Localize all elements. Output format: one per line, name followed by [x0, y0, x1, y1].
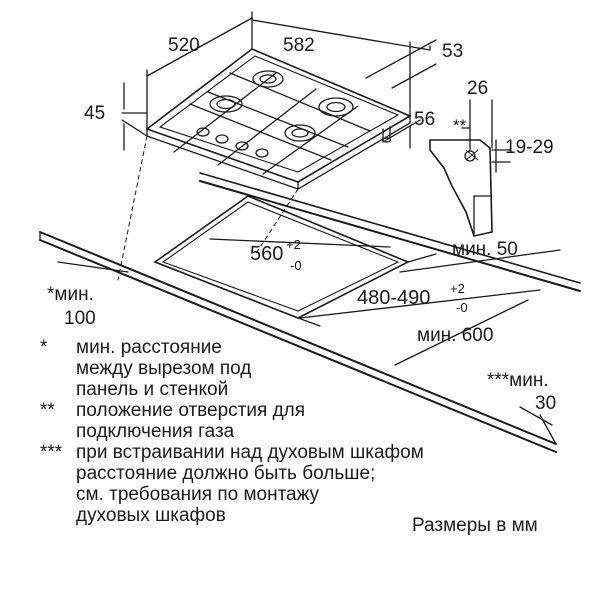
dim-cutout-480-490: 480-490 [357, 287, 431, 309]
dim-min-100-value: 100 [64, 308, 96, 329]
dim-min-30-label: ***мин. [487, 370, 549, 391]
dim-lines-cooktop [117, 11, 437, 281]
footnote-mark: * [40, 337, 48, 358]
dim-cutout-560: 560 [250, 243, 284, 265]
dim-lines-cutout [57, 238, 561, 445]
dim-min-100-label: *мин. [47, 284, 94, 305]
units-caption: Размеры в мм [412, 515, 538, 536]
gas-inlet-detail [429, 99, 511, 237]
dim-cutout-560-tol-minus: -0 [290, 258, 302, 273]
footnote-text: мин. расстояние между вырезом под панель… [76, 337, 252, 400]
gas-position-mark: ** [453, 116, 467, 135]
footnote-text: положение отверстия для подключения газа [76, 400, 306, 442]
dim-582: 582 [283, 35, 315, 56]
dim-26: 26 [467, 78, 489, 99]
dim-56: 56 [414, 109, 436, 130]
dim-45: 45 [84, 103, 106, 124]
dim-cutout-480-tol-plus: +2 [450, 281, 465, 296]
dim-min-50: мин. 50 [452, 239, 518, 260]
dim-19-29: 19-29 [505, 137, 554, 158]
footnote-mark: *** [40, 442, 63, 463]
dim-520: 520 [168, 35, 200, 56]
dim-cutout-560-tol-plus: +2 [286, 237, 301, 252]
dim-min-600: мин. 600 [417, 325, 494, 346]
dim-min-30-value: 30 [535, 393, 557, 414]
dim-cutout-480-tol-minus: -0 [456, 300, 468, 315]
footnote-mark: ** [40, 400, 55, 421]
cooktop [145, 48, 412, 190]
footnote-text: при встраивании над духовым шкафом расст… [76, 442, 424, 526]
dim-53: 53 [442, 41, 464, 62]
worktop [39, 172, 581, 453]
